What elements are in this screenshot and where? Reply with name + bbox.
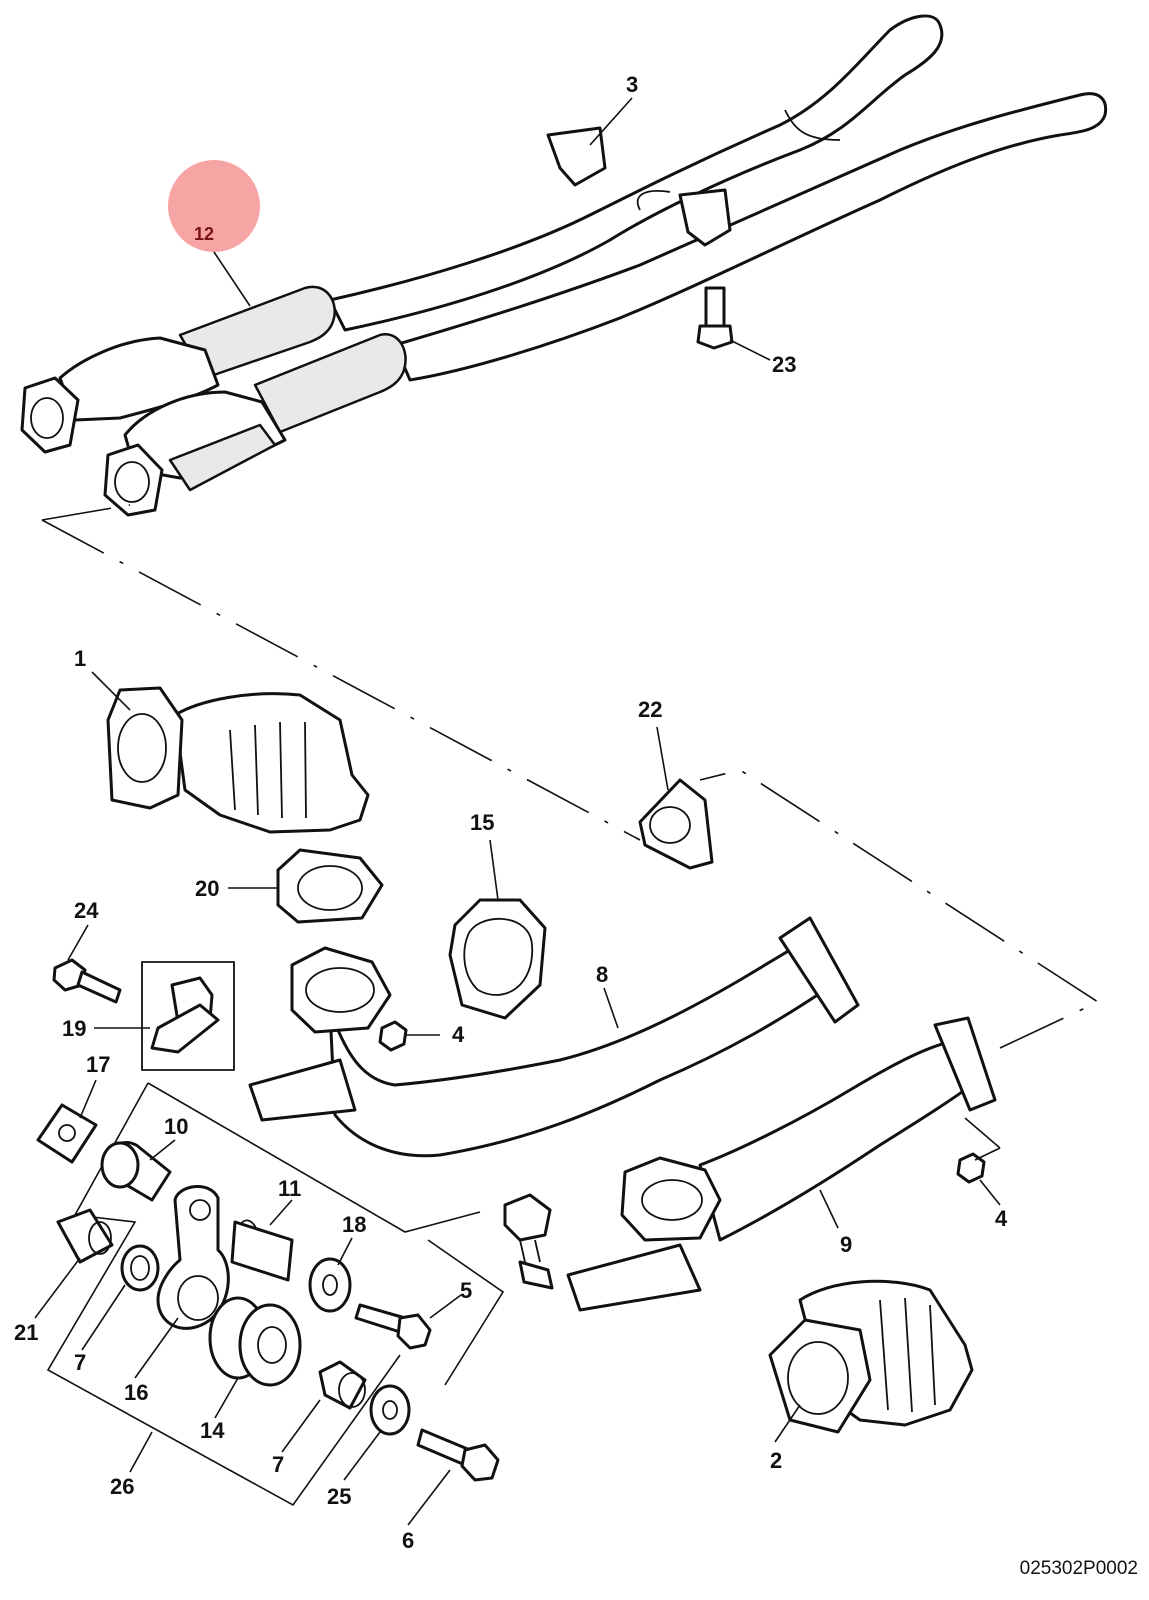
callout-7-bottom[interactable]: 7 <box>272 1452 284 1477</box>
gasket-15[interactable] <box>448 898 547 1020</box>
nut-4-lower[interactable] <box>956 1152 986 1184</box>
bolt-5[interactable] <box>354 1303 432 1350</box>
bracket-16[interactable] <box>156 1184 230 1330</box>
callout-4-lower[interactable]: 4 <box>995 1206 1008 1231</box>
callout-9[interactable]: 9 <box>840 1232 852 1257</box>
callout-17[interactable]: 17 <box>86 1052 110 1077</box>
sleeve-7-lower[interactable] <box>318 1360 367 1410</box>
front-pipe-9[interactable] <box>566 1016 997 1312</box>
callout-10[interactable]: 10 <box>164 1114 188 1139</box>
gasket-20[interactable] <box>276 848 384 924</box>
callout-5[interactable]: 5 <box>460 1278 472 1303</box>
catalytic-converter-2[interactable] <box>768 1279 974 1434</box>
callout-21[interactable]: 21 <box>14 1320 38 1345</box>
callout-8[interactable]: 8 <box>596 962 608 987</box>
callout-7-left[interactable]: 7 <box>74 1350 86 1375</box>
callout-14[interactable]: 14 <box>200 1418 225 1443</box>
bolt-6[interactable] <box>416 1428 500 1482</box>
washer-18[interactable] <box>308 1257 352 1313</box>
isolator-mount[interactable] <box>503 1193 554 1290</box>
leader-lines <box>34 97 1001 1526</box>
nut-4-upper[interactable] <box>378 1020 408 1052</box>
callout-26[interactable]: 26 <box>110 1474 134 1499</box>
callout-3[interactable]: 3 <box>626 72 638 97</box>
bracket-19[interactable] <box>150 976 220 1054</box>
figure-reference: 025302P0002 <box>1020 1558 1138 1579</box>
sleeve-7-upper[interactable] <box>120 1244 160 1292</box>
callout-4-upper[interactable]: 4 <box>452 1022 465 1047</box>
callout-12[interactable]: 12 <box>194 224 214 244</box>
callout-23[interactable]: 23 <box>772 352 796 377</box>
catalytic-pipe-assembly[interactable] <box>20 14 1108 517</box>
gasket-22[interactable] <box>638 778 714 870</box>
callout-24[interactable]: 24 <box>74 898 99 923</box>
bushing-21[interactable] <box>56 1208 114 1264</box>
grommet-14[interactable] <box>208 1296 302 1387</box>
callout-16[interactable]: 16 <box>124 1380 148 1405</box>
callout-25[interactable]: 25 <box>327 1484 351 1509</box>
callout-18[interactable]: 18 <box>342 1212 366 1237</box>
callout-15[interactable]: 15 <box>470 810 494 835</box>
callout-11[interactable]: 11 <box>278 1176 301 1201</box>
bolt-24[interactable] <box>52 958 122 1004</box>
washer-25[interactable] <box>369 1384 411 1436</box>
callout-2[interactable]: 2 <box>770 1448 782 1473</box>
callout-20[interactable]: 20 <box>195 876 219 901</box>
catalytic-converter-1[interactable] <box>106 686 370 834</box>
spring-11[interactable] <box>230 1219 294 1282</box>
highlight-marker-12[interactable] <box>168 160 260 252</box>
callout-6[interactable]: 6 <box>402 1528 414 1553</box>
callout-22[interactable]: 22 <box>638 697 662 722</box>
bolt-23[interactable] <box>696 286 734 350</box>
plate-17[interactable] <box>36 1103 98 1164</box>
callout-1[interactable]: 1 <box>74 646 86 671</box>
front-pipe-8[interactable] <box>248 916 860 1158</box>
sleeve-10[interactable] <box>100 1141 172 1202</box>
callout-19[interactable]: 19 <box>62 1016 86 1041</box>
